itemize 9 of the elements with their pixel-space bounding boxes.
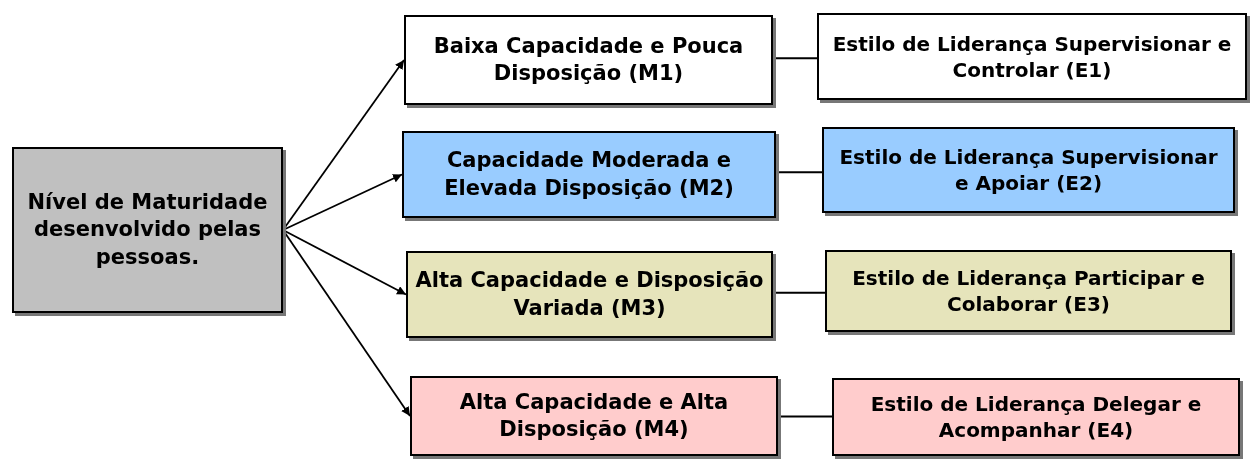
- text-box: Estilo de Liderança Supervisionar e Apoiar (E2): [822, 127, 1235, 213]
- text-box: Baixa Capacidade e Pouca Disposição (M1): [404, 15, 773, 105]
- text-box: Estilo de Liderança Participar e Colaborar (E3): [825, 250, 1232, 332]
- text-box: Alta Capacidade e Disposição Variada (M3): [406, 251, 773, 338]
- text-box: Nível de Maturidade desenvolvido pelas pessoas.: [12, 147, 283, 313]
- text-box: Alta Capacidade e Alta Disposição (M4): [410, 376, 778, 456]
- text-box: Estilo de Liderança Delegar e Acompanhar (E4): [832, 378, 1240, 456]
- text-box: Capacidade Moderada e Elevada Disposição (M2): [402, 131, 776, 218]
- text-box: Estilo de Liderança Supervisionar e Controlar (E1): [817, 13, 1247, 100]
